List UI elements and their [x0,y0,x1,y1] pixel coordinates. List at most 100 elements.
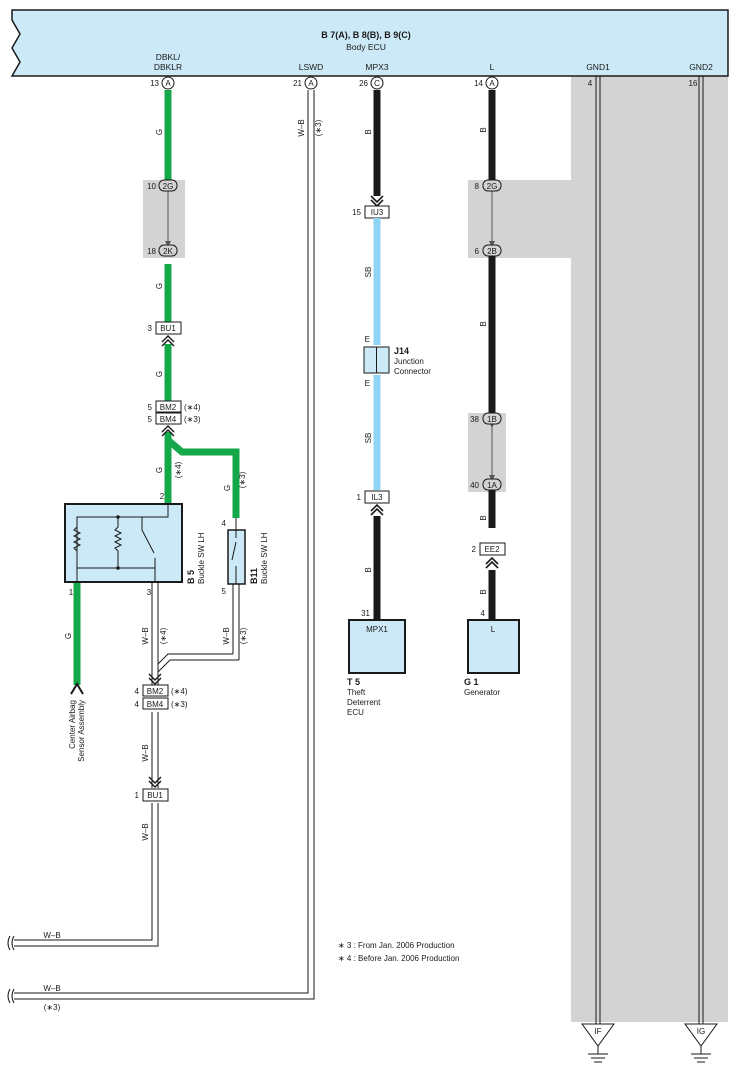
wire-label-g6: G [64,633,73,639]
connector-ee2-num: 2 [472,545,477,554]
chevron-il3 [370,503,384,516]
connector-bm4-top [155,412,182,425]
chevron-iu3 [370,195,384,208]
wire-label-g2: G [155,283,164,289]
g1-pin: 4 [481,609,486,618]
note-wb-4: (∗4) [159,627,168,644]
connector-2g-right-label: 2G [487,182,498,191]
pin-label-lswd: LSWD [299,62,324,72]
wire-label-b2: B [364,567,373,572]
wire-label-b5: B [479,515,488,520]
body-ecu-box [10,9,729,77]
connector-bm4-bottom-label: BM4 [147,700,164,709]
connector-ee2 [479,542,506,556]
connector-il3-num: 1 [357,493,362,502]
note-g-4: (∗4) [174,461,183,478]
connector-bm2-top-label: BM2 [160,403,177,412]
j14-pin-e-top: E [365,335,370,344]
connector-2g-left-num: 10 [147,182,156,191]
connector-2g-left-label: 2G [163,182,174,191]
b11-pin-top: 4 [222,519,227,528]
connector-bm4-bottom [142,697,169,710]
t5-pin: 31 [361,609,370,618]
connector-bm2-bottom-label: BM2 [147,687,164,696]
connector-bm2-top-num: 5 [148,403,153,412]
connector-iu3-label: IU3 [371,208,384,217]
j14-line1: Junction [394,357,424,366]
connector-bu1-bottom-label: BU1 [147,791,163,800]
pin-label-dbkl: DBKL/ [156,52,181,62]
connector-2g-left [158,179,178,192]
pin-label-l: L [490,62,495,72]
chevron-ee2 [485,556,499,569]
b5-pin-left: 1 [69,588,74,597]
t5-line1: Theft [347,688,366,697]
wire-label-b3: B [479,127,488,132]
connector-iu3-num: 15 [352,208,361,217]
footnote-3: ∗ 3 : From Jan. 2006 Production [338,941,455,950]
airbag-label-1: Center Airbag [68,700,77,749]
wire-label-sb1: SB [364,267,373,278]
connector-2g-right [482,179,502,192]
chevron-bm-bottom [148,673,162,685]
connector-bm2-top [155,400,182,413]
theft-deterrent-ecu-t5 [348,619,406,674]
connector-ee2-label: EE2 [484,545,500,554]
wire-label-wb3: W–B [141,744,150,761]
j14-line2: Connector [394,367,431,376]
pin-num-mpx3: 26 [359,79,368,88]
chevron-bu1-bottom [148,776,162,788]
connector-2g-right-num: 8 [475,182,480,191]
ground-if-symbol [581,1023,615,1047]
note-g-3: (∗3) [238,471,247,488]
wire-label-g1: G [155,129,164,135]
wire-label-g3: G [155,371,164,377]
connector-bm4-top-num: 5 [148,415,153,424]
pin-num-gnd2: 16 [689,79,698,88]
connector-2k-num: 18 [147,247,156,256]
node-dot [116,515,120,519]
connector-1a-label: 1A [487,481,497,490]
note-lswd-3: (∗3) [314,119,323,136]
wire-label-sb2: SB [364,433,373,444]
wire-label-wb1: W–B [141,627,150,644]
pin-label-mpx3: MPX3 [365,62,388,72]
wb-wires [7,90,315,1004]
t5-line2: Deterrent [347,698,381,707]
t5-line3: ECU [347,708,364,717]
connector-2k-label: 2K [163,247,173,256]
connector-1a [482,478,502,491]
wire-label-wb7: W–B [43,984,60,993]
connector-1b-label: 1B [487,415,497,424]
pin-label-gnd1: GND1 [586,62,610,72]
wire-label-b1: B [364,129,373,134]
note-wb-3: (∗3) [239,627,248,644]
ground-shade [571,76,728,1022]
connector-1b-num: 38 [470,415,479,424]
b11-code: B11 [249,568,259,584]
note-bm2-top: (∗4) [184,403,201,412]
pin-num-gnd1: 4 [588,79,593,88]
pin-label-dbklr: DBKLR [154,62,182,72]
pin-circle-dbkl [161,76,175,90]
ground-ig-label: IG [697,1027,705,1036]
ground-ig-symbol [684,1023,718,1047]
note-bm4-bottom: (∗3) [171,700,188,709]
pin-num-dbkl: 13 [150,79,159,88]
note-bm4-top: (∗3) [184,415,201,424]
pin-num-lswd: 21 [293,79,302,88]
footnote-4: ∗ 4 : Before Jan. 2006 Production [338,954,459,963]
wire-label-wb5: W–B [297,119,306,136]
connector-2b-num: 6 [475,247,480,256]
b5-code: B 5 [186,570,196,584]
connector-bu1-bottom-num: 1 [135,791,140,800]
airbag-label-2: Sensor Assembly [77,700,86,762]
j14-pin-e-bottom: E [365,379,370,388]
ecu-title: B 7(A), B 8(B), B 9(C) [321,30,411,40]
g1-code: G 1 [464,677,479,687]
note-bm2-bottom: (∗4) [171,687,188,696]
b11-switch-contact [231,518,237,584]
pin-conn-l: A [489,79,495,88]
generator-g1 [467,619,520,674]
